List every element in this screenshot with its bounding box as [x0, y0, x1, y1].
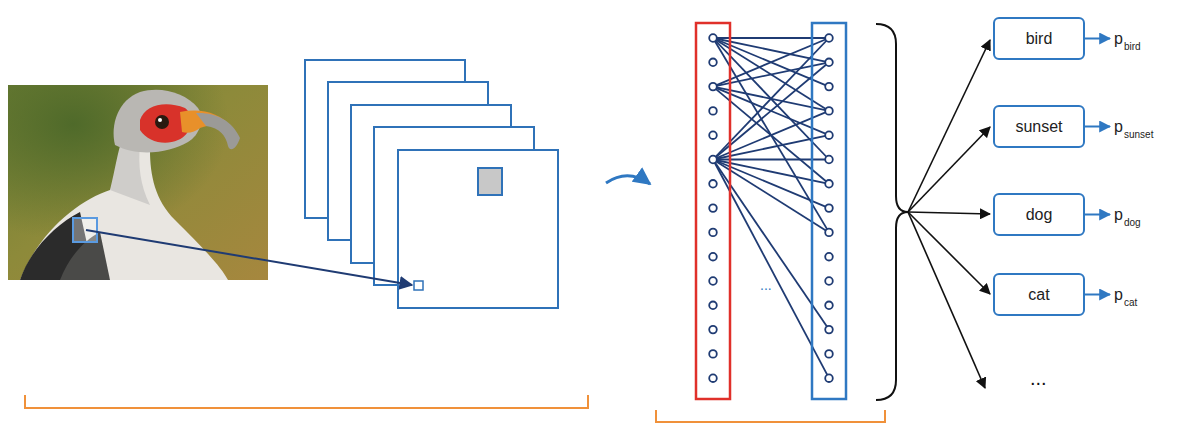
output-arrow — [1085, 214, 1110, 216]
output-column — [812, 23, 846, 399]
brace — [876, 24, 908, 400]
dense-layer — [709, 34, 833, 382]
probability-subscript: cat — [1124, 298, 1137, 308]
ellipsis: ... — [760, 278, 772, 292]
ellipsis: ... — [1030, 368, 1047, 388]
probability-symbol: p — [1114, 207, 1123, 223]
feature-maps — [305, 60, 558, 308]
probability-subscript: sunset — [1124, 130, 1153, 140]
probability-symbol: p — [1114, 31, 1123, 47]
probability-subscript: dog — [1124, 218, 1141, 228]
output-arrow — [1085, 126, 1110, 128]
input-column — [696, 23, 730, 399]
class-name: bird — [1026, 30, 1053, 48]
probability-symbol: p — [1114, 119, 1123, 135]
class-box: bird — [993, 17, 1085, 60]
output-arrow — [1085, 38, 1110, 40]
bird-photo — [8, 85, 268, 280]
class-box: cat — [993, 273, 1085, 316]
class-box: dog — [993, 193, 1085, 236]
group-bracket — [656, 410, 885, 422]
class-box: sunset — [993, 105, 1085, 148]
probability-symbol: p — [1114, 287, 1123, 303]
output-arrow — [1085, 294, 1110, 296]
flow-arrow — [606, 176, 650, 184]
class-name: cat — [1028, 286, 1049, 304]
receptive-field-arrow — [86, 230, 412, 285]
group-bracket — [25, 395, 588, 408]
probability-subscript: bird — [1124, 42, 1141, 52]
class-name: sunset — [1015, 118, 1062, 136]
class-arrows — [908, 40, 990, 388]
class-name: dog — [1026, 206, 1053, 224]
